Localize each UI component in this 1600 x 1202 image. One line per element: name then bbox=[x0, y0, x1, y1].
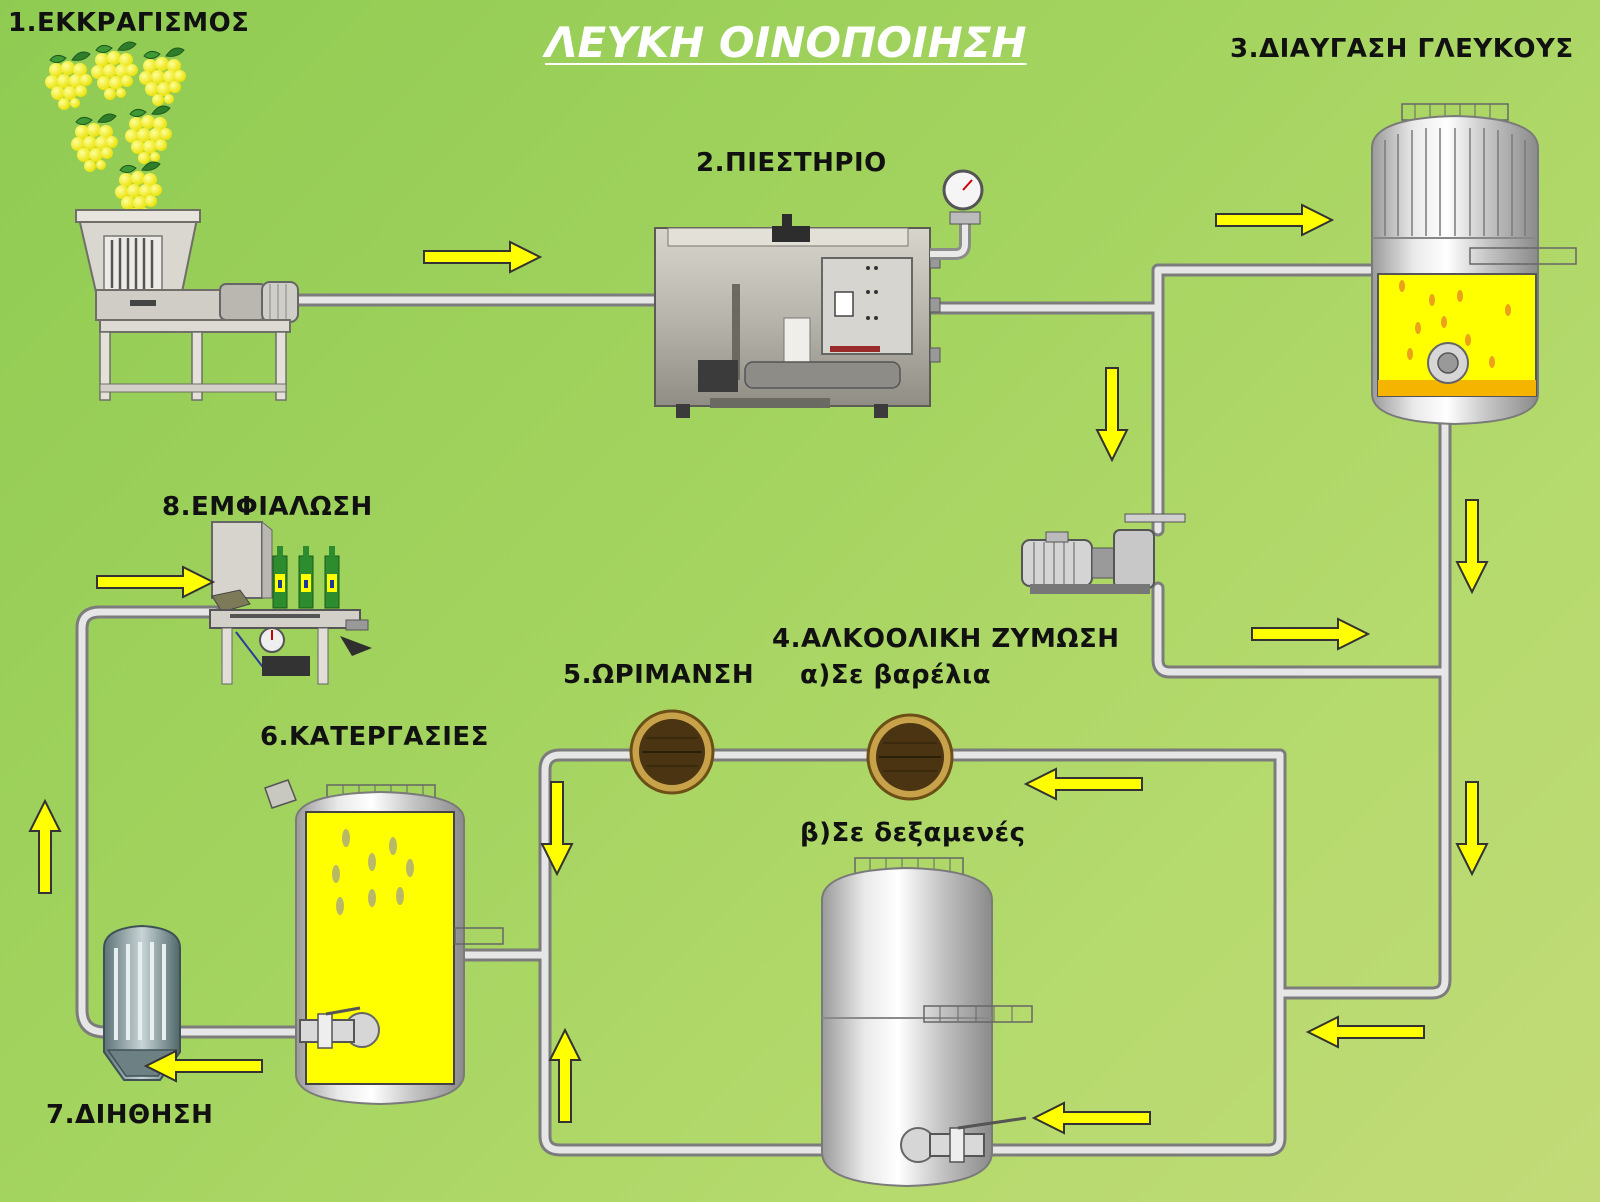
tank-icon bbox=[264, 779, 504, 1106]
valve-icon bbox=[900, 1116, 1027, 1163]
step-label-fermentation-barrels: α)Σε βαρέλια bbox=[800, 660, 992, 690]
step-label-treatments: 6.ΚΑΤΕΡΓΑΣΙΕΣ bbox=[260, 722, 489, 752]
page-title: ΛΕΥΚΗ ΟΙΝΟΠΟΙΗΣΗ bbox=[545, 18, 1027, 67]
step-label-fermentation: 4.ΑΛΚΟΟΛΙΚΗ ΖΥΜΩΣΗ bbox=[772, 624, 1120, 654]
pipe-network bbox=[75, 263, 1452, 1157]
step-label-bottling: 8.ΕΜΦΙΑΛΩΣΗ bbox=[162, 492, 373, 522]
tank-icon bbox=[1371, 103, 1577, 426]
press-icon bbox=[654, 214, 941, 418]
step-label-maturation: 5.ΩΡΙΜΑΝΣΗ bbox=[563, 660, 755, 690]
pump-icon bbox=[1021, 513, 1186, 594]
barrel-icon bbox=[629, 709, 715, 795]
grape-bunches bbox=[44, 41, 187, 221]
step-label-filtration: 7.ΔΙΗΘΗΣΗ bbox=[46, 1100, 214, 1130]
step-label-must-clarification: 3.ΔΙΑΥΓΑΣΗ ΓΛΕΥΚΟΥΣ bbox=[1230, 34, 1574, 64]
crusher-icon bbox=[75, 209, 299, 401]
step-label-crushing: 1.ΕΚΚΡΑΓΙΣΜΟΣ bbox=[8, 8, 250, 38]
tank-icon bbox=[821, 857, 1033, 1188]
pressure-gauge-icon bbox=[930, 169, 984, 260]
filter-icon bbox=[103, 924, 181, 1081]
bottling-machine-icon bbox=[209, 520, 372, 685]
barrel-icon bbox=[866, 713, 954, 801]
valve-icon bbox=[299, 1006, 380, 1049]
step-label-fermentation-tanks: β)Σε δεξαμενές bbox=[800, 818, 1026, 848]
step-label-press: 2.ΠΙΕΣΤΗΡΙΟ bbox=[696, 148, 887, 178]
